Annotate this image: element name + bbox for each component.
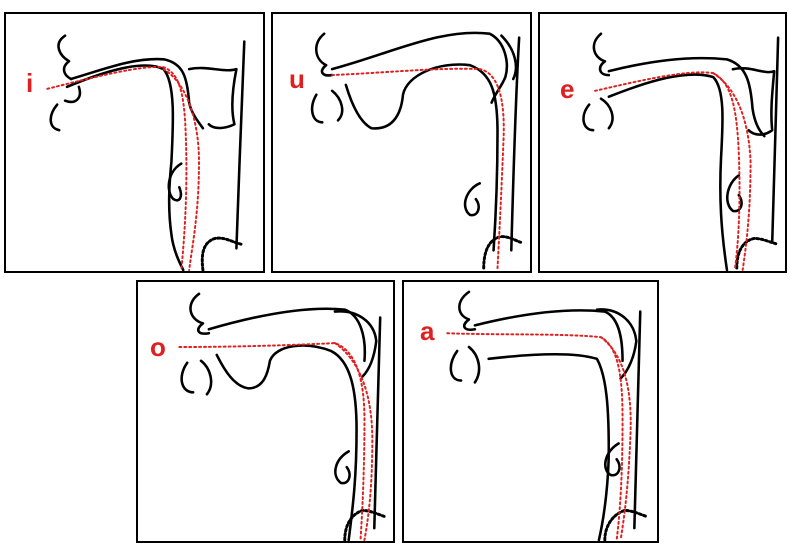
upper-lip (190, 294, 208, 334)
vocal-tract-drawing-u (273, 14, 530, 271)
upper-lip (316, 34, 332, 76)
lower-lip (51, 87, 80, 130)
upper-lip (459, 292, 475, 330)
velum (597, 309, 636, 378)
vowel-label-i: i (26, 70, 33, 96)
vowel-label-u: u (289, 66, 305, 92)
tongue-outline (609, 75, 727, 270)
velum (733, 68, 774, 134)
vocal-tract-line (447, 333, 622, 540)
vowel-label-e: e (560, 76, 574, 102)
vocal-tract-drawing-a (404, 282, 657, 541)
tongue-outline (489, 354, 609, 540)
palate-outline (609, 58, 764, 136)
lower-lip (583, 99, 612, 130)
vowel-label-o: o (150, 334, 166, 360)
panel-vowel-e: e (538, 12, 787, 273)
palate-outline (71, 59, 203, 128)
larynx (202, 238, 242, 270)
pharynx-wall (236, 42, 244, 249)
palate-outline (209, 309, 365, 361)
epiglottis (465, 183, 480, 215)
lower-lip (182, 361, 211, 394)
vocal-tract-line-2 (713, 73, 750, 270)
lower-lip (451, 347, 479, 382)
upper-lip (59, 36, 71, 79)
vocal-tract-line (595, 72, 739, 270)
upper-lip (594, 34, 609, 75)
vocal-tract-line (332, 69, 504, 268)
vowel-label-a: a (420, 318, 434, 344)
lower-lip (312, 91, 342, 123)
vocal-tract-line-2 (164, 69, 199, 270)
vocal-tract-drawing-i (6, 14, 263, 271)
panel-vowel-a: a (402, 280, 659, 543)
tongue-outline (346, 65, 498, 251)
vocal-tract-drawing-o (138, 282, 393, 541)
vocal-tract-line (47, 67, 186, 270)
pharynx-wall (772, 38, 778, 243)
panel-vowel-u: u (271, 12, 532, 273)
larynx (484, 237, 521, 269)
larynx (605, 510, 646, 540)
tongue-outline (67, 66, 183, 270)
panel-vowel-i: i (4, 12, 265, 273)
vocal-tract-line (179, 343, 364, 540)
tongue-outline (217, 346, 357, 540)
palate-outline (332, 33, 507, 103)
velum (501, 36, 515, 79)
panel-vowel-o: o (136, 280, 395, 543)
vocal-tract-drawing-e (540, 14, 785, 271)
epiglottis (335, 451, 349, 483)
